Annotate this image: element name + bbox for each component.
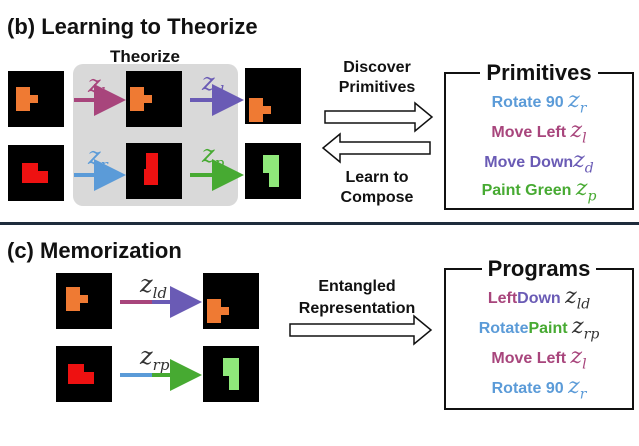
label-z-rp: zrp [140,342,170,374]
section-b-arrows [74,84,434,191]
grid-rotate-result [126,143,182,199]
section-b-title: (b) Learning to Theorize [7,14,258,39]
grid-paint-green-result [245,143,301,199]
grid-move-down-result [245,68,301,124]
input-grid-red [8,145,64,201]
label-z-r: zr [88,142,108,174]
hollow-arrow-entangled [289,314,433,346]
grid-move-left-result [126,71,182,127]
programs-panel: Programs LeftDown zld RotatePaint zrp Mo… [444,256,634,410]
section-c-title: (c) Memorization [7,238,182,263]
primitive-move-left: Move Left zl [491,118,587,147]
theorize-label: Theorize [110,47,180,66]
primitives-panel: Primitives Rotate 90 zr Move Left zl Mov… [444,60,634,210]
primitive-rotate: Rotate 90 zr [491,88,587,117]
primitive-move-down: Move Downzd [484,148,594,177]
memo-input-red [56,346,112,402]
hollow-arrow-right [324,101,434,133]
section-divider [0,222,639,225]
program-move-left: Move Left zl [491,344,587,373]
label-z-ld: zld [140,270,168,302]
label-z-p: zp [202,140,225,172]
program-left-down: LeftDown zld [487,284,591,313]
program-rotate-paint: RotatePaint zrp [478,314,600,343]
programs-title: Programs [446,256,632,282]
label-z-l: zl [88,70,106,102]
memo-input-orange [56,273,112,329]
section-c-arrows [120,286,433,391]
memo-output-green [203,346,259,402]
primitive-paint-green: Paint Green zp [481,176,597,205]
memo-output-orange [203,273,259,329]
label-z-d: zd [202,68,225,100]
program-rotate-90: Rotate 90 zr [491,374,587,403]
primitives-title: Primitives [446,60,632,86]
input-grid-orange [8,71,64,127]
hollow-arrow-left [321,132,431,164]
